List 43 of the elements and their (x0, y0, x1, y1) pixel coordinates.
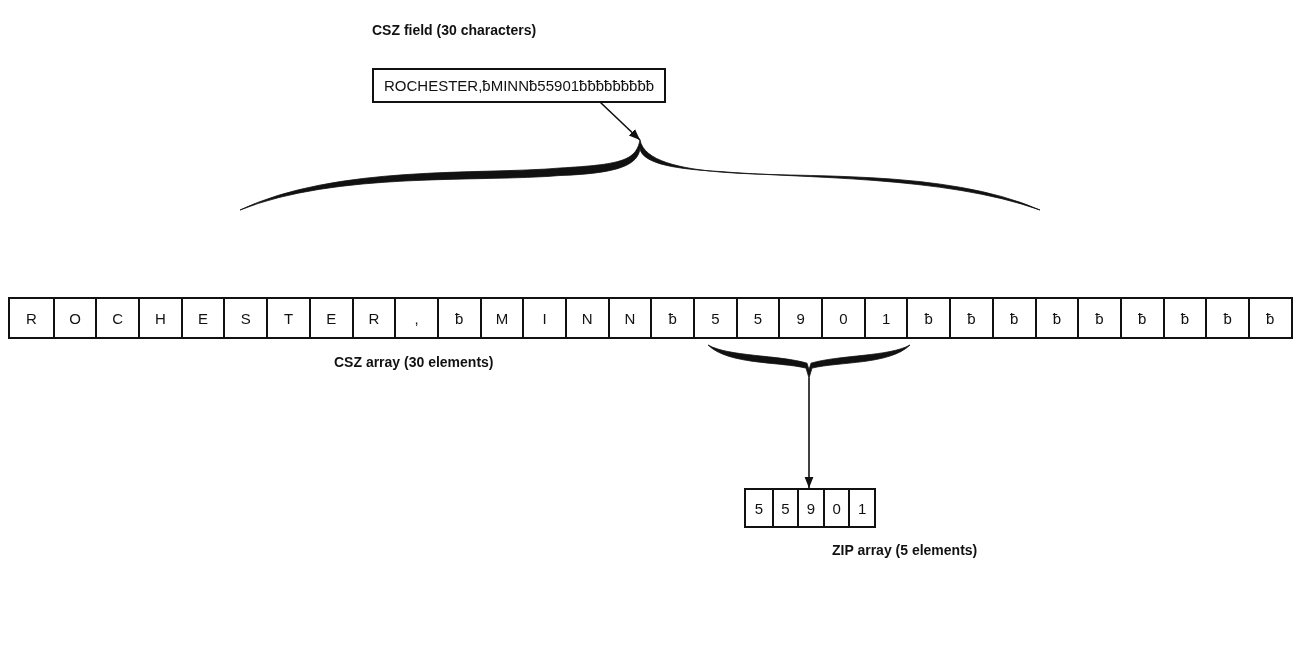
array-element: 5 (746, 490, 772, 526)
array-element: ƀ (949, 299, 992, 337)
array-element: T (266, 299, 309, 337)
array-element: , (394, 299, 437, 337)
array-caption: ZIP array (5 elements) (832, 542, 978, 558)
array-element: ƀ (1205, 299, 1248, 337)
array-element: I (522, 299, 565, 337)
field-box: ROCHESTER,ƀMINNƀ55901ƀƀƀƀƀƀƀƀƀ (372, 68, 667, 103)
array-element: ƀ (650, 299, 693, 337)
array-element: ƀ (1034, 299, 1078, 337)
array-element: 0 (822, 490, 849, 526)
array-element: ƀ (906, 299, 950, 337)
array-element: C (95, 299, 139, 337)
array-element: E (180, 299, 224, 337)
array-element: 1 (863, 299, 907, 337)
array-element: ƀ (1162, 299, 1206, 337)
array-element: M (479, 299, 523, 337)
curly-brace (708, 345, 910, 378)
array-element: 9 (778, 299, 822, 337)
array-element: 1 (848, 490, 874, 526)
array-element: N (564, 299, 608, 337)
field-title: CSZ field (30 characters) (372, 22, 537, 38)
array-element: O (52, 299, 96, 337)
arrow (804, 377, 814, 489)
array-element: R (10, 299, 53, 337)
array-element: 5 (771, 490, 798, 526)
array-element: N (607, 299, 651, 337)
array-element: 5 (735, 299, 779, 337)
array-element: S (223, 299, 267, 337)
array-element: H (138, 299, 181, 337)
array-element: R (351, 299, 395, 337)
array-element: 0 (821, 299, 864, 337)
array-element: ƀ (1077, 299, 1120, 337)
array-caption: CSZ array (30 elements) (334, 354, 494, 370)
array-element: E (308, 299, 352, 337)
array-element: ƀ (1119, 299, 1163, 337)
array-element: 9 (797, 490, 823, 526)
array-element: ƀ (436, 299, 480, 337)
array-element: 5 (693, 299, 736, 337)
array-element: ƀ (991, 299, 1035, 337)
curly-brace (240, 140, 1040, 210)
arrow (599, 101, 641, 141)
array-element: ƀ (1247, 299, 1291, 337)
